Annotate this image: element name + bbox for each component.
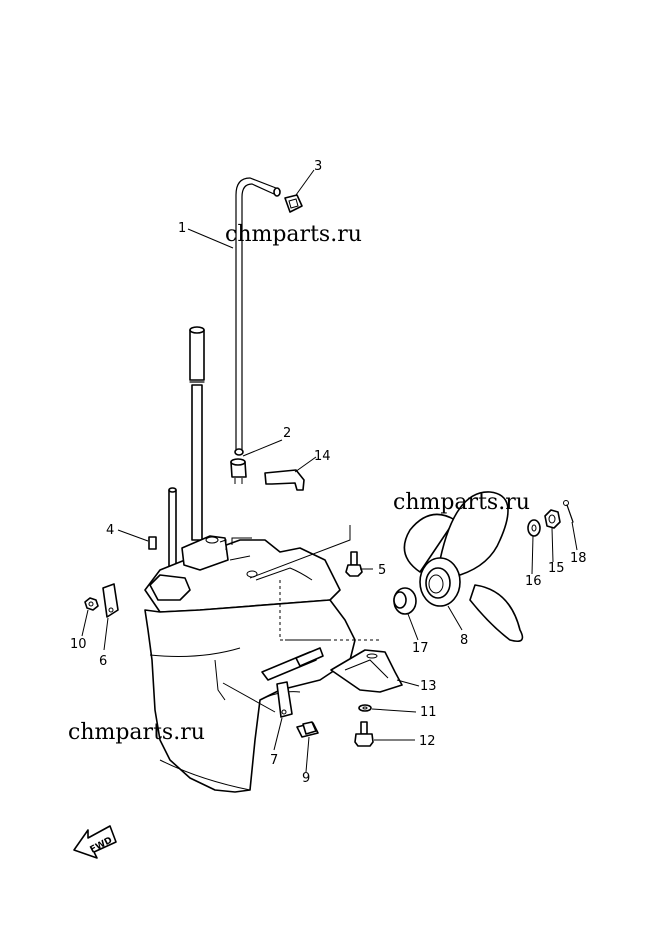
washer-part-11 [358,704,372,712]
watermark-3: chmparts.ru [68,720,205,745]
callout-14: 14 [314,449,331,464]
fwd-arrow: FWD [73,825,117,859]
leader-lines [81,169,578,773]
propeller-shaft [261,647,324,681]
cover-plate-part-6 [102,583,119,618]
callout-2: 2 [283,426,291,441]
callout-labels: 1 2 3 4 5 6 7 8 9 10 11 12 13 14 15 16 1… [70,159,587,786]
drive-shaft [189,326,205,541]
propeller-part-8 [403,491,524,643]
watermark-2: chmparts.ru [393,490,530,515]
lower-casing [144,535,356,793]
cover-plate-part-7 [276,681,293,718]
dowel-pin-part-4 [148,536,157,550]
callout-9: 9 [302,771,310,786]
callout-13: 13 [420,679,437,694]
trim-tab-part-13 [330,649,403,693]
callout-5: 5 [378,563,386,578]
bolt-part-12 [354,721,374,747]
callout-11: 11 [420,705,437,720]
nut-part-15 [544,509,561,529]
grommet-part-3 [284,194,303,213]
guide-lines [222,525,380,713]
callout-1: 1 [178,221,186,236]
callout-15: 15 [548,561,565,576]
thrust-washer-part-17 [393,587,417,615]
anode-part-14 [264,469,305,491]
callout-17: 17 [412,641,429,656]
callout-7: 7 [270,753,278,768]
washer-part-16 [527,519,541,537]
callout-3: 3 [314,159,322,174]
callout-12: 12 [419,734,436,749]
callout-8: 8 [460,633,468,648]
callout-16: 16 [525,574,542,589]
bolt-part-5 [345,551,363,577]
callout-4: 4 [106,523,114,538]
callout-10: 10 [70,637,87,652]
callout-18: 18 [570,551,587,566]
bolt-part-9 [296,721,319,738]
cotter-pin-part-18 [563,500,574,523]
watermarks: chmparts.ru chmparts.ru chmparts.ru [68,222,530,745]
water-tube-part-1 [234,177,281,456]
watermark-1: chmparts.ru [225,222,362,247]
callout-6: 6 [99,654,107,669]
seal-part-2 [230,458,247,484]
nut-part-10 [84,597,99,611]
